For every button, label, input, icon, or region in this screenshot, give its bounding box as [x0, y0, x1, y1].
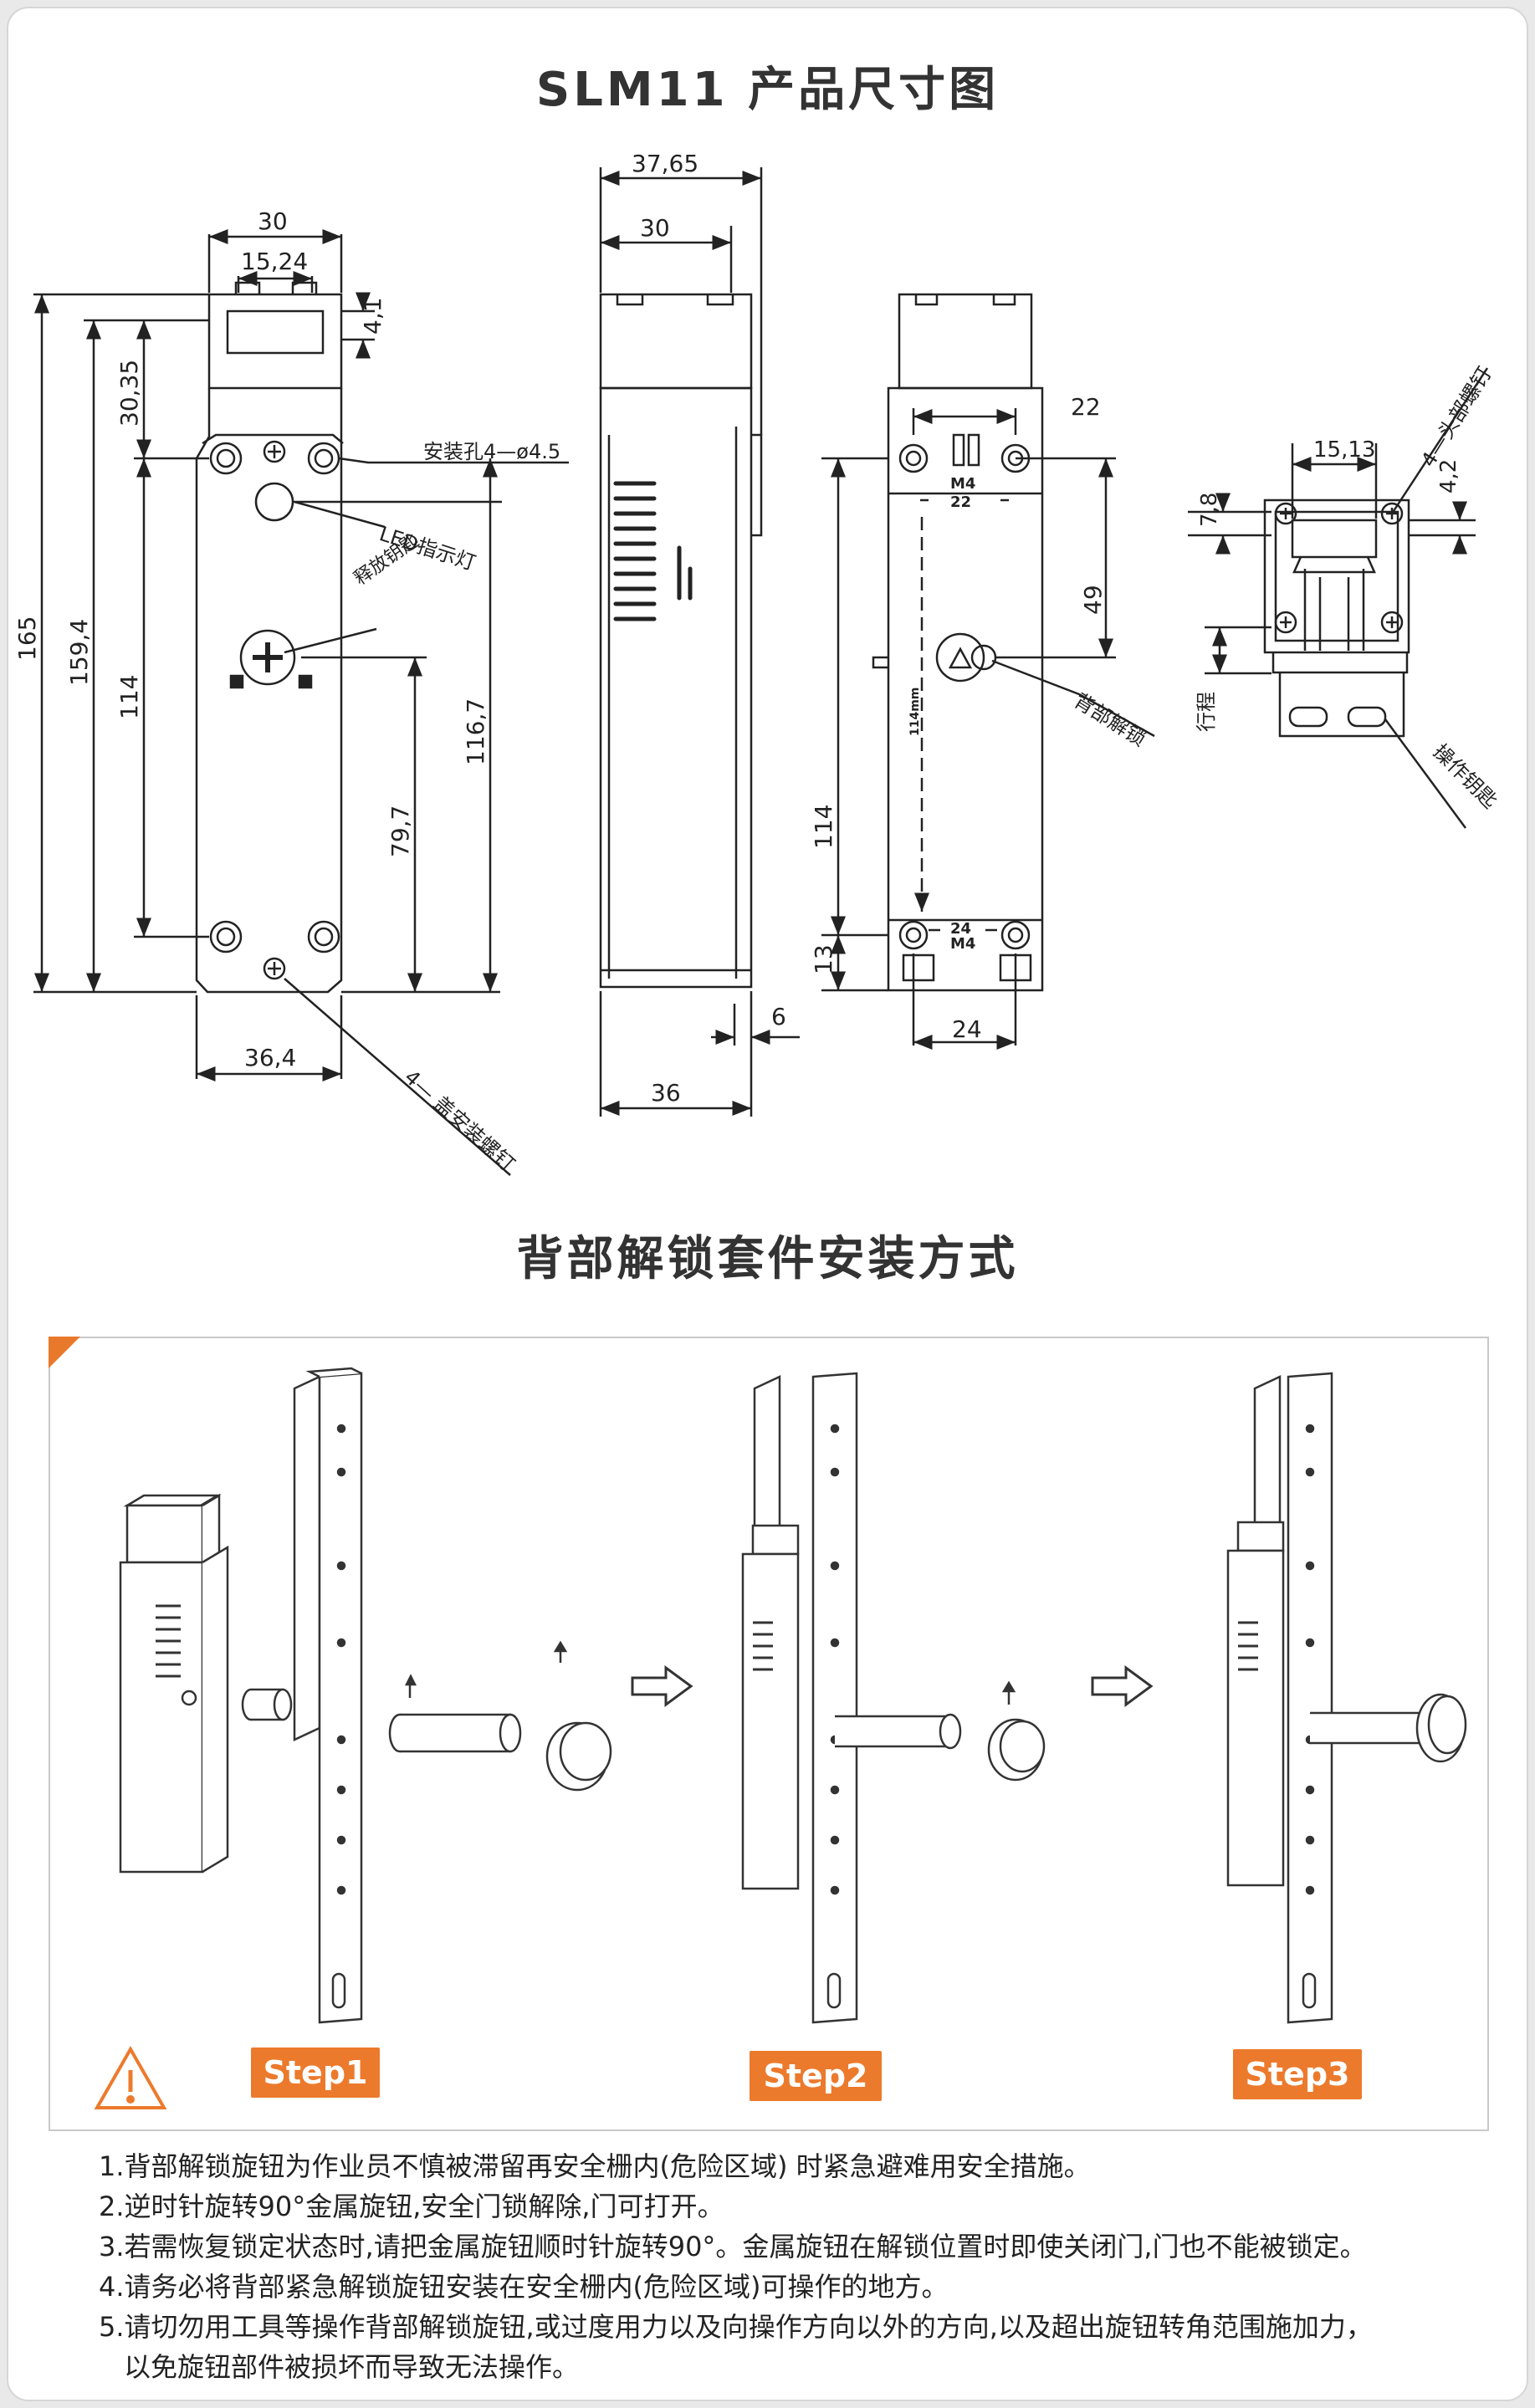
label-mount-holes: 安装孔4—ø4.5: [423, 440, 560, 463]
side-view: [599, 167, 800, 1117]
step1-knob: [545, 1640, 612, 1792]
note-2: 2.逆时针旋转90°金属旋钮,安全门锁解除,门可打开。: [99, 2191, 724, 2222]
dim-front-hole-v: 114: [115, 675, 143, 719]
label-114mm: 114mm: [908, 688, 922, 736]
install-title: 背部解锁套件安装方式: [516, 1232, 1019, 1286]
head-view: [1188, 367, 1489, 829]
warning-triangle-icon: [94, 2045, 167, 2109]
page-frame: [7, 7, 1528, 2401]
dim-side-w: 30: [640, 214, 670, 242]
dim-back-22-top: 22: [950, 493, 971, 511]
back-view: [821, 293, 1155, 1050]
step1-door: [293, 1367, 363, 2024]
step3-badge: Step3: [1233, 2049, 1362, 2099]
dim-back-24-bottom: 24: [950, 920, 971, 938]
dim-front-total-h: 165: [13, 616, 41, 661]
front-view: [33, 229, 569, 1176]
step2-assembly: [741, 1372, 1046, 2024]
instruction-notes: 1.背部解锁旋钮为作业员不慎被滞留再安全栅内(危险区域) 时紧急避难用安全措施。…: [99, 2146, 1504, 2387]
step1-switch: [119, 1493, 229, 1874]
dim-front-body-h: 159,4: [65, 619, 93, 686]
dim-head-15-13: 15,13: [1313, 437, 1375, 463]
dim-side-small: 6: [771, 1003, 786, 1030]
dim-back-m4-top: M4: [950, 475, 975, 493]
dim-back-m4-bottom: M4: [950, 935, 975, 953]
dim-back-49: 49: [1079, 585, 1107, 615]
dim-front-top-width: 30: [258, 207, 288, 235]
note-5-cont: 以免旋钮部件被损坏而导致无法操作。: [124, 2351, 580, 2383]
note-4: 4.请务必将背部紧急解锁旋钮安装在安全栅内(危险区域)可操作的地方。: [99, 2271, 949, 2303]
dim-head-7-8: 7,8: [1197, 493, 1222, 527]
dim-head-4-2: 4,2: [1436, 459, 1461, 493]
step2-badge: Step2: [750, 2051, 882, 2101]
dim-front-key-bottom: 79,7: [386, 805, 414, 857]
dimension-title: SLM11 产品尺寸图: [535, 63, 1000, 117]
step1-adapter: [241, 1688, 293, 1721]
step3-assembly: [1226, 1372, 1467, 2024]
dimension-drawings: 30 15,24 4,1 165 159,4 114 30,35 79,7 11…: [13, 150, 1502, 1176]
arrow-right-icon: [1091, 1665, 1154, 1707]
dim-front-top-offset: 30,35: [115, 360, 143, 427]
arrow-right-icon: [631, 1665, 693, 1707]
dim-front-bottom-width: 36,4: [244, 1044, 296, 1071]
dim-back-bottom-holes: 24: [952, 1015, 982, 1043]
corner-accent: [49, 1337, 80, 1368]
dim-side-depth: 36: [651, 1079, 681, 1107]
install-steps-box: [49, 1337, 1489, 2131]
label-travel: 行程: [1195, 692, 1218, 732]
dim-front-slot-h: 4,1: [359, 297, 386, 335]
step1-badge: Step1: [251, 2048, 380, 2098]
dim-side-total-w: 37,65: [632, 150, 698, 177]
note-5: 5.请切勿用工具等操作背部解锁旋钮,或过度用力以及向操作方向以外的方向,以及超出…: [99, 2311, 1373, 2343]
install-illustrations: [94, 1367, 1467, 2109]
note-3: 3.若需恢复锁定状态时,请把金属旋钮顺时针旋转90°。金属旋钮在解锁位置时即使关…: [99, 2231, 1367, 2262]
note-1: 1.背部解锁旋钮为作业员不慎被滞留再安全栅内(危险区域) 时紧急避难用安全措施。: [99, 2150, 1091, 2182]
dim-back-114: 114: [810, 805, 837, 849]
step1-shaft: [388, 1674, 522, 1753]
dim-back-13: 13: [810, 944, 837, 974]
dim-front-led-bottom: 116,7: [462, 698, 489, 765]
dim-back-top-holes: 22: [1071, 393, 1101, 421]
dim-front-slot: 15,24: [241, 248, 308, 275]
